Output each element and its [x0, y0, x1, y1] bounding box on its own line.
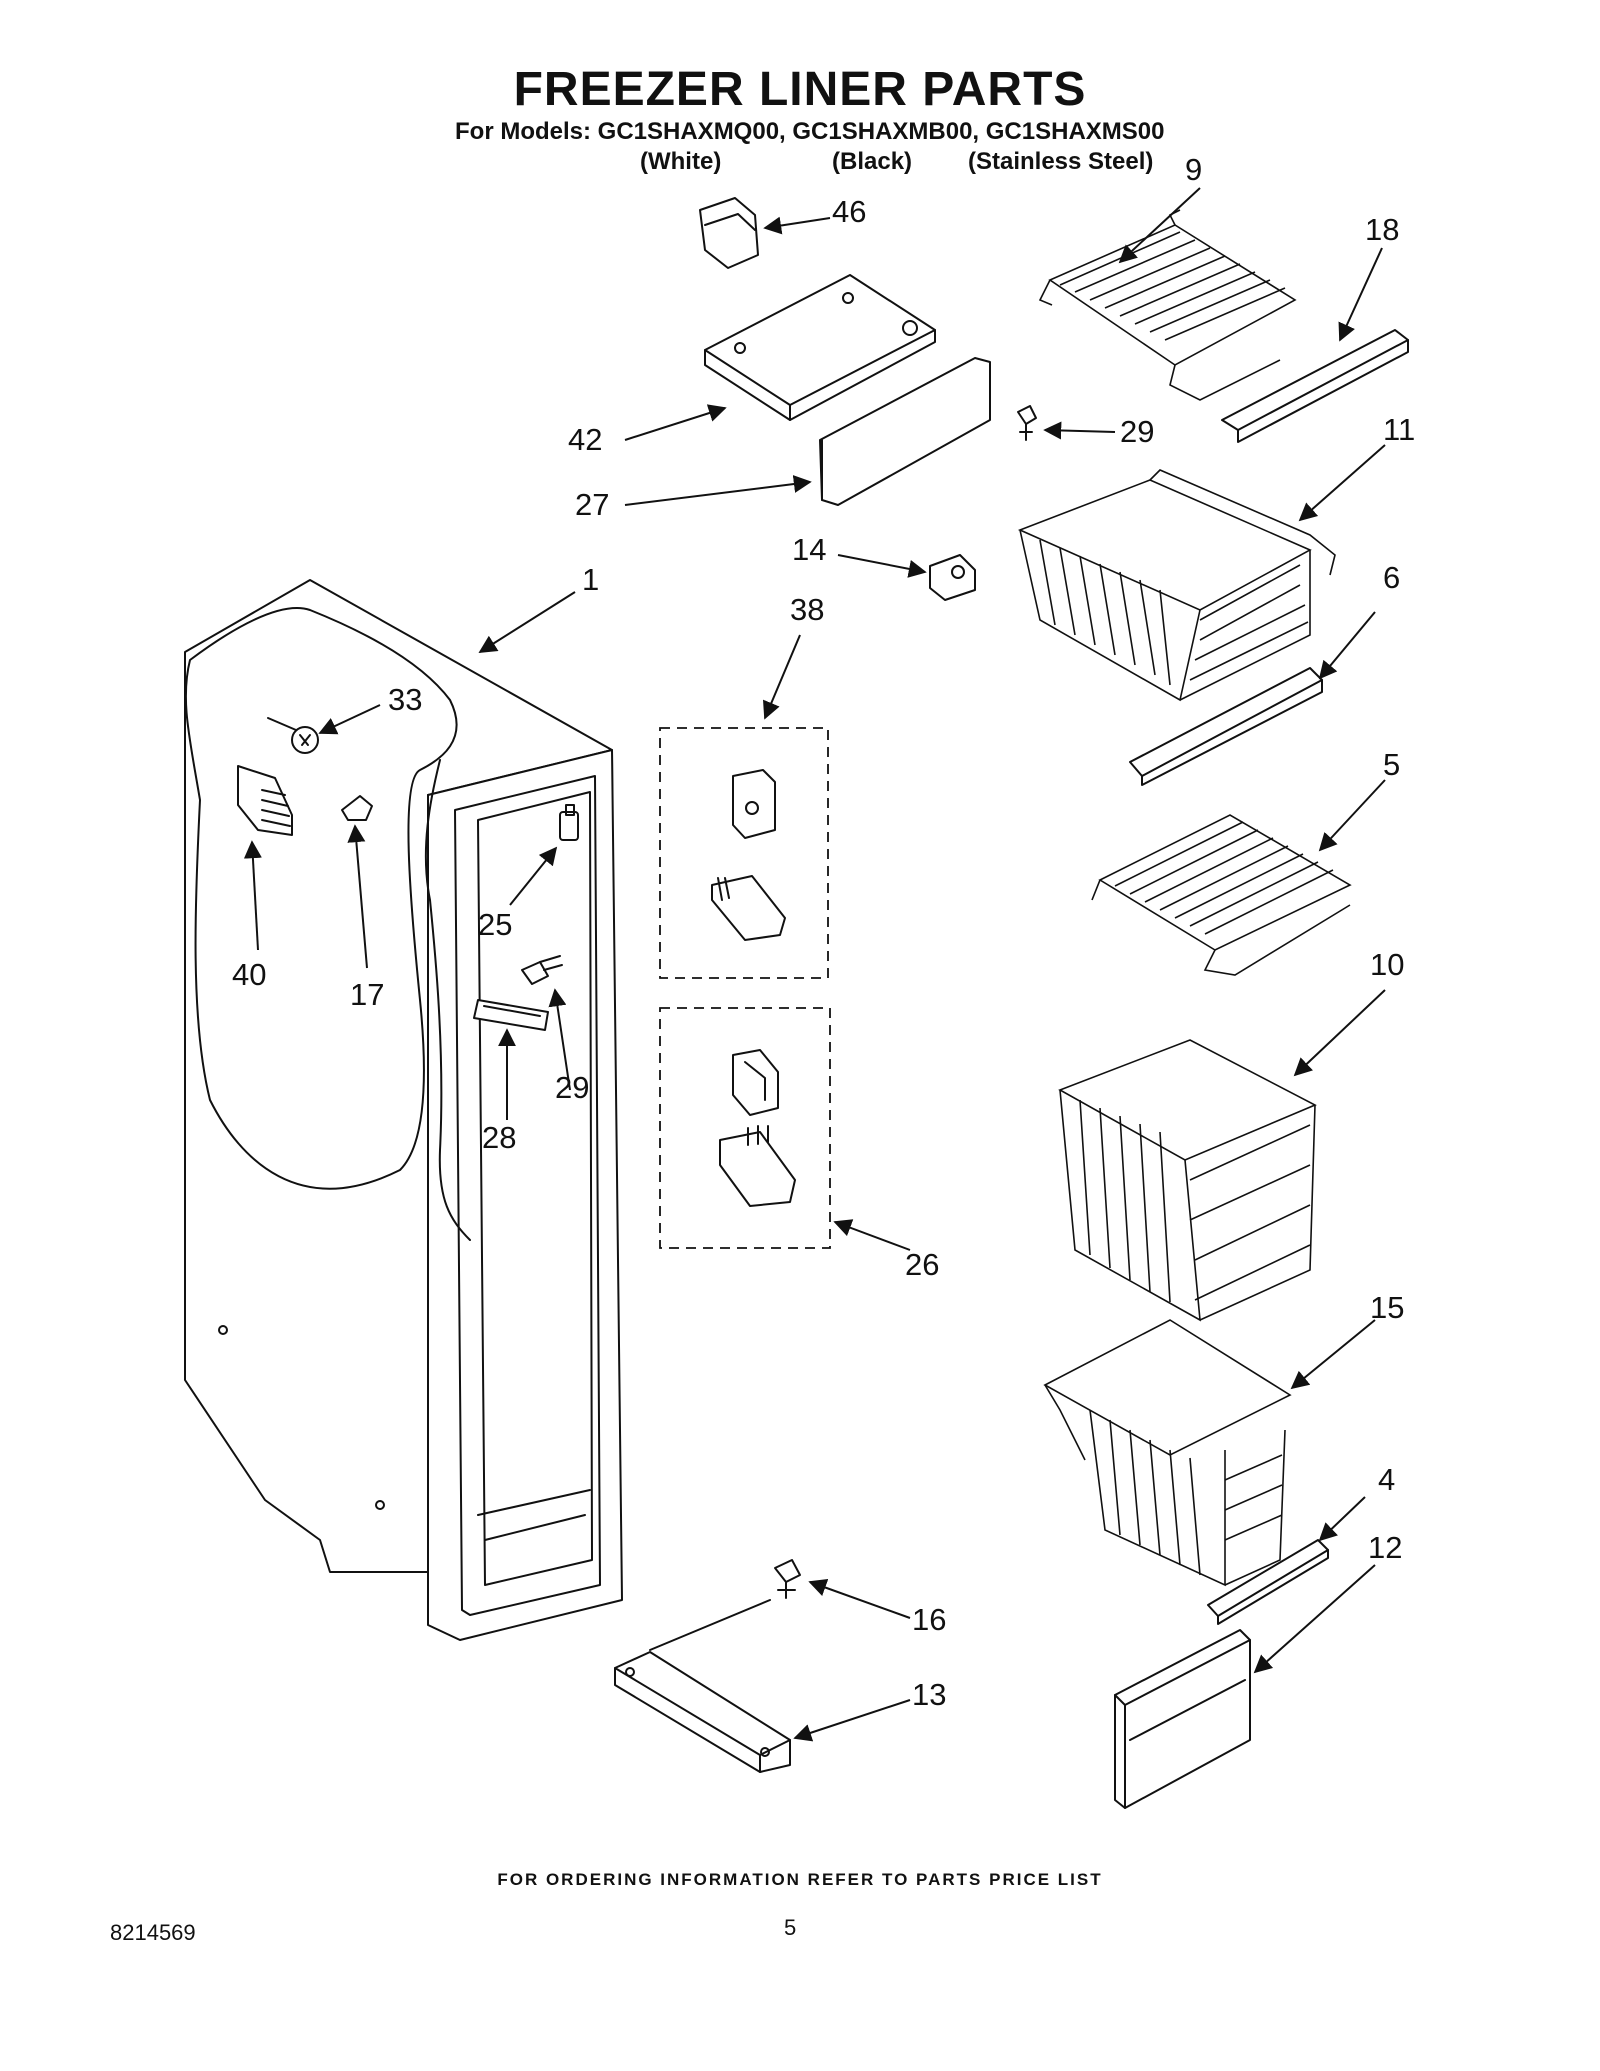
part-11-basket: [1017, 469, 1336, 702]
callout-numbers: 46 9 18 29 11 42 27 14 1 6 38 33 5 25 40…: [232, 152, 1415, 1712]
page-number: 5: [784, 1915, 797, 1940]
callout-46: 46: [832, 194, 866, 229]
callout-16: 16: [912, 1602, 946, 1637]
ordering-note: FOR ORDERING INFORMATION REFER TO PARTS …: [497, 1870, 1103, 1889]
callout-28: 28: [482, 1120, 516, 1155]
callout-4: 4: [1378, 1462, 1395, 1497]
callout-27: 27: [575, 487, 609, 522]
part-42-housing: [704, 274, 936, 421]
callout-6: 6: [1383, 560, 1400, 595]
callout-40: 40: [232, 957, 266, 992]
part-12-front-cover: [1114, 1629, 1251, 1809]
callout-9: 9: [1185, 152, 1202, 187]
callout-33: 33: [388, 682, 422, 717]
part-4-trim: [1207, 1539, 1329, 1625]
part-14-stop: [929, 554, 976, 601]
part-25-switch: [559, 804, 579, 841]
callout-17: 17: [350, 977, 384, 1012]
callout-25: 25: [478, 907, 512, 942]
part-15-basket: [1043, 1319, 1292, 1587]
callout-26: 26: [905, 1247, 939, 1282]
page-title: FREEZER LINER PARTS: [513, 63, 1087, 116]
part-16-screw: [774, 1559, 801, 1599]
callout-12: 12: [1368, 1530, 1402, 1565]
part-10-basket: [1058, 1039, 1317, 1322]
callout-1: 1: [582, 562, 599, 597]
callout-18: 18: [1365, 212, 1399, 247]
callout-42: 42: [568, 422, 602, 457]
part-17-clip: [341, 795, 373, 821]
part-13-bracket: [614, 1599, 791, 1773]
callout-29-upper: 29: [1120, 414, 1154, 449]
part-28-bracket: [473, 999, 549, 1031]
document-number: 8214569: [110, 1920, 196, 1945]
leader-lines: [243, 187, 1386, 1742]
part-18-trim: [1221, 329, 1409, 443]
models-line: For Models: GC1SHAXMQ00, GC1SHAXMB00, GC…: [455, 118, 1165, 145]
callout-29-liner: 29: [555, 1070, 589, 1105]
part-9-wire-shelf: [1038, 209, 1297, 401]
part-29-screw-liner: [521, 955, 563, 985]
part-40-light-shield: [237, 765, 293, 836]
variant-white: (White): [640, 148, 722, 175]
variant-stainless: (Stainless Steel): [968, 148, 1154, 175]
callout-10: 10: [1370, 947, 1404, 982]
part-6-trim: [1129, 667, 1323, 786]
part-29-screw-upper: [1017, 405, 1037, 441]
callout-5: 5: [1383, 747, 1400, 782]
variant-black: (Black): [832, 148, 913, 175]
callout-13: 13: [912, 1677, 946, 1712]
callout-11: 11: [1383, 412, 1415, 447]
part-46-cover: [699, 197, 759, 269]
part-27-panel: [819, 357, 991, 506]
callout-38: 38: [790, 592, 824, 627]
part-26-control-kit: [659, 1007, 831, 1249]
part-33-light-bulb: [267, 717, 319, 754]
part-38-control-kit: [659, 727, 829, 979]
part-1-freezer-liner: [184, 579, 623, 1641]
callout-14: 14: [792, 532, 826, 567]
callout-15: 15: [1370, 1290, 1404, 1325]
part-5-wire-shelf: [1091, 814, 1352, 976]
